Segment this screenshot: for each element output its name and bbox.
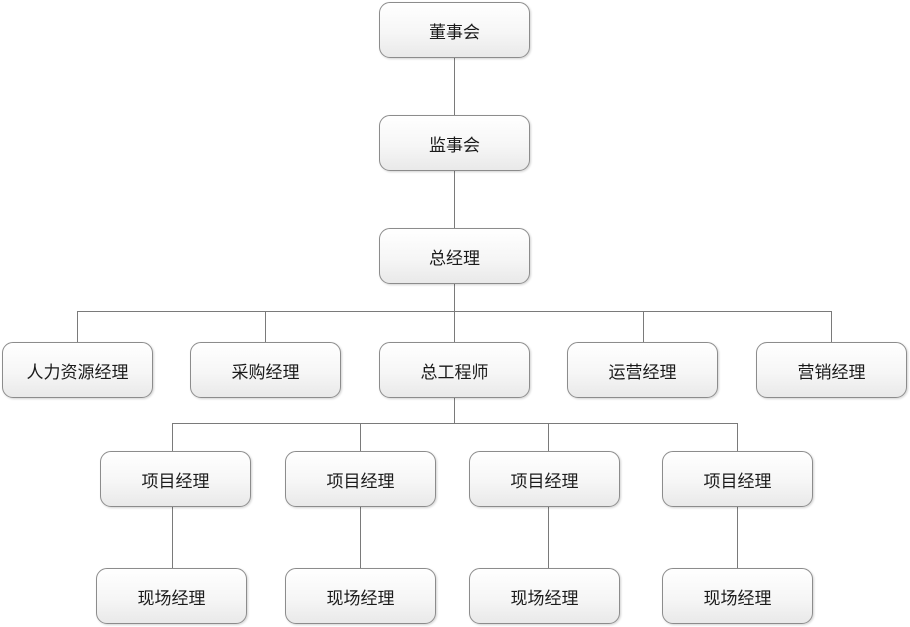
- node-chief-engineer: 总工程师: [379, 342, 530, 398]
- connector-dept-operations: [643, 311, 644, 342]
- node-site-manager-1-label: 现场经理: [137, 588, 206, 609]
- node-supervisory-board-label: 监事会: [429, 135, 480, 156]
- connector-dept-marketing: [831, 311, 832, 342]
- node-project-manager-4-label: 项目经理: [703, 471, 772, 492]
- node-project-manager-4: 项目经理: [662, 451, 813, 507]
- node-chief-engineer-label: 总工程师: [420, 362, 489, 383]
- node-project-manager-3-label: 项目经理: [510, 471, 579, 492]
- node-site-manager-4-label: 现场经理: [703, 588, 772, 609]
- connector-projects-bus: [172, 423, 738, 424]
- node-site-manager-3: 现场经理: [469, 568, 620, 624]
- node-site-manager-1: 现场经理: [96, 568, 247, 624]
- node-site-manager-3-label: 现场经理: [510, 588, 579, 609]
- connector-chief-engineer-down: [454, 397, 455, 423]
- node-purchasing-manager-label: 采购经理: [231, 362, 300, 383]
- connector-project-3: [548, 423, 549, 451]
- connector-dept-chief-engineer: [454, 311, 455, 342]
- connector-site-3: [548, 506, 549, 568]
- node-site-manager-2-label: 现场经理: [326, 588, 395, 609]
- node-hr-manager: 人力资源经理: [2, 342, 153, 398]
- connector-project-4: [737, 423, 738, 451]
- node-general-manager-label: 总经理: [429, 248, 480, 269]
- node-operations-manager: 运营经理: [567, 342, 718, 398]
- node-site-manager-4: 现场经理: [662, 568, 813, 624]
- connector-dept-purchasing: [265, 311, 266, 342]
- node-project-manager-2-label: 项目经理: [326, 471, 395, 492]
- connector-supervisory-gm: [454, 170, 455, 228]
- node-supervisory-board: 监事会: [379, 115, 530, 171]
- node-board: 董事会: [379, 2, 530, 58]
- node-project-manager-3: 项目经理: [469, 451, 620, 507]
- node-project-manager-2: 项目经理: [285, 451, 436, 507]
- connector-site-1: [172, 506, 173, 568]
- node-general-manager: 总经理: [379, 228, 530, 284]
- node-project-manager-1: 项目经理: [100, 451, 251, 507]
- connector-project-1: [172, 423, 173, 451]
- node-board-label: 董事会: [429, 22, 480, 43]
- connector-dept-hr: [77, 311, 78, 342]
- node-hr-manager-label: 人力资源经理: [26, 362, 129, 383]
- node-site-manager-2: 现场经理: [285, 568, 436, 624]
- connector-project-2: [360, 423, 361, 451]
- node-project-manager-1-label: 项目经理: [141, 471, 210, 492]
- node-operations-manager-label: 运营经理: [608, 362, 677, 383]
- connector-gm-down: [454, 283, 455, 311]
- connector-site-4: [737, 506, 738, 568]
- connector-board-supervisory: [454, 57, 455, 115]
- node-purchasing-manager: 采购经理: [190, 342, 341, 398]
- node-marketing-manager-label: 营销经理: [797, 362, 866, 383]
- node-marketing-manager: 营销经理: [756, 342, 907, 398]
- connector-site-2: [360, 506, 361, 568]
